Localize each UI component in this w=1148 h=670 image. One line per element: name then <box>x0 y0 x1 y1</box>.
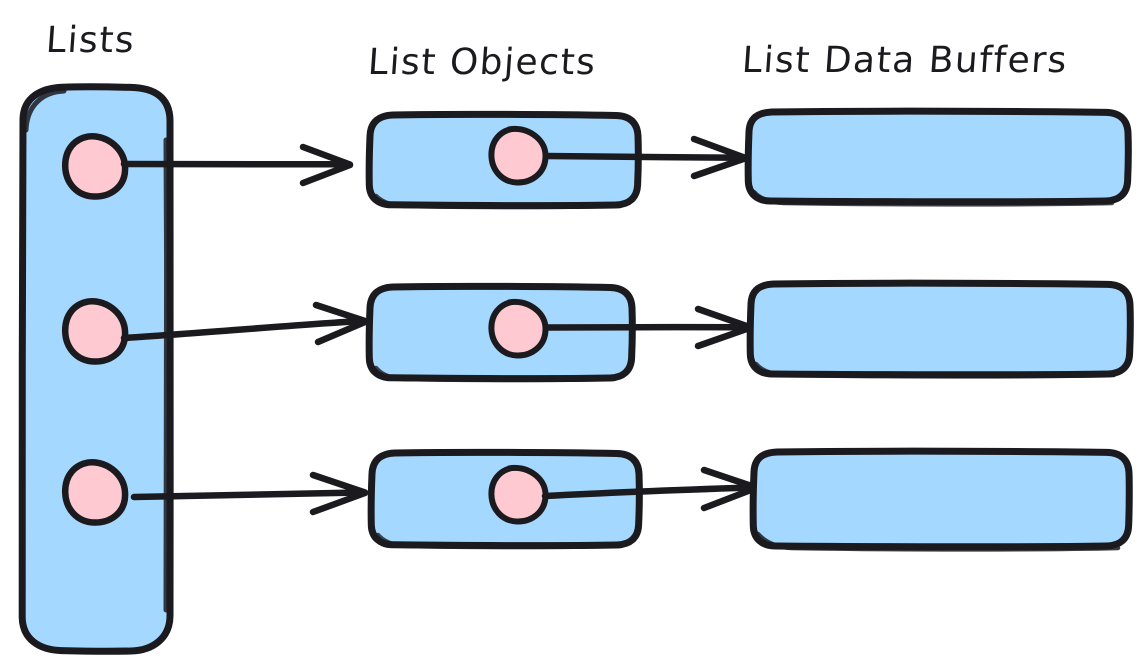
lists-container[interactable] <box>18 83 174 655</box>
data-buffer-1-outline-2 <box>751 189 1115 207</box>
data-buffer-2[interactable] <box>746 279 1134 379</box>
data-buffer-1[interactable] <box>744 107 1132 207</box>
arrow-4-head <box>694 305 754 350</box>
list-pointer-1-fill <box>65 136 125 196</box>
lists-container-outline-2 <box>23 88 170 613</box>
arrow-6-head <box>700 466 760 512</box>
object-pointer-2[interactable] <box>488 298 549 359</box>
data-buffer-3-outline-2 <box>755 531 1121 552</box>
arrow-2-shaft <box>542 152 746 162</box>
list-pointer-1[interactable] <box>61 133 129 200</box>
data-buffer-2-outline <box>746 279 1134 379</box>
object-pointer-3-outline <box>488 464 549 525</box>
data-buffer-3[interactable] <box>749 447 1133 552</box>
data-buffer-3-fill <box>753 452 1128 545</box>
object-pointer-2-fill <box>492 302 544 354</box>
list-pointer-3[interactable] <box>61 459 129 526</box>
arrow-3-head <box>312 301 369 346</box>
object-pointer-1[interactable] <box>488 125 549 186</box>
column-title-list-data-buffers: List Data Buffers <box>740 40 1070 81</box>
object-pointer-3-fill <box>492 468 544 520</box>
list-pointer-2-fill <box>65 301 125 361</box>
list-pointer-3-outline <box>61 459 129 526</box>
arrow-list-pointer-3-to-list-object-3[interactable] <box>130 471 369 516</box>
lists-container-fill <box>22 86 170 650</box>
list-pointer-2[interactable] <box>61 298 129 365</box>
data-buffer-2-fill <box>750 284 1129 373</box>
list-object-3-outline <box>367 448 643 550</box>
lists-container-outline <box>18 83 174 655</box>
arrow-object-pointer-1-to-data-buffer-1[interactable] <box>542 135 749 180</box>
list-pointer-3-fill <box>65 462 125 522</box>
list-object-1-outline-2 <box>373 193 623 210</box>
object-pointer-1-fill <box>492 129 544 181</box>
arrow-3-shaft <box>120 317 364 342</box>
column-title-list-objects: List Objects <box>366 42 598 83</box>
column-title-lists: Lists <box>44 20 137 61</box>
list-object-2-outline <box>365 282 636 383</box>
object-pointer-2-outline <box>488 298 549 359</box>
arrow-1-head <box>299 143 354 187</box>
arrow-2-head <box>690 135 749 180</box>
list-pointer-2-outline <box>61 298 129 365</box>
list-pointer-1-outline <box>61 133 129 200</box>
object-pointer-1-outline <box>488 125 549 186</box>
list-object-1-outline <box>365 110 642 210</box>
data-buffer-1-fill <box>748 112 1127 200</box>
list-object-2-outline-2 <box>373 365 617 383</box>
arrow-6-shaft <box>541 484 756 500</box>
data-buffer-2-outline-2 <box>753 361 1117 379</box>
object-pointer-3[interactable] <box>488 464 549 525</box>
arrow-object-pointer-3-to-data-buffer-3[interactable] <box>541 466 760 512</box>
arrow-list-pointer-1-to-list-object-1[interactable] <box>120 143 354 187</box>
arrow-list-pointer-2-to-list-object-2[interactable] <box>120 301 369 346</box>
list-object-3-outline-2 <box>375 532 624 550</box>
data-buffer-3-outline <box>749 447 1133 551</box>
arrow-5-shaft <box>130 489 364 501</box>
arrow-object-pointer-2-to-data-buffer-2[interactable] <box>542 305 754 350</box>
arrow-5-head <box>309 471 369 516</box>
